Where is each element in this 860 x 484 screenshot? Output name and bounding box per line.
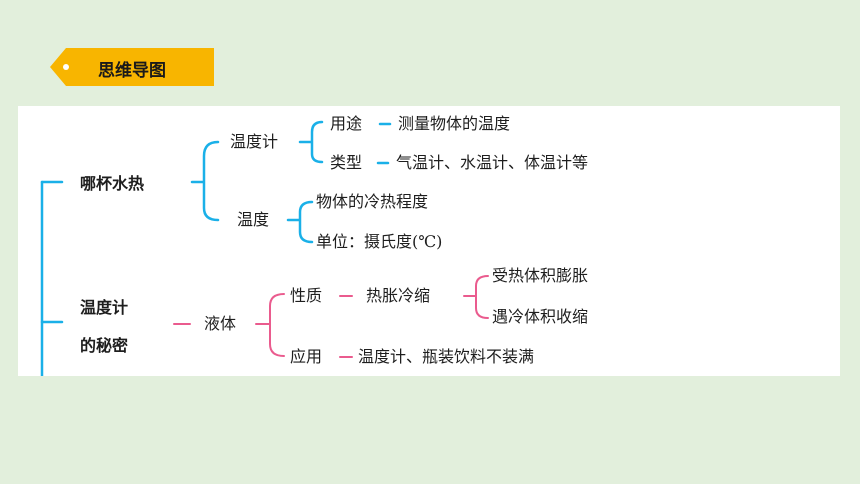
mindmap-connectors: [40, 120, 489, 376]
branch2-label-line2: 的秘密: [80, 336, 129, 355]
temperature-definition: 物体的冷热程度: [316, 192, 429, 211]
temperature-unit: 单位：摄氏度(℃): [316, 232, 443, 251]
thermometer-label: 温度计: [230, 132, 279, 151]
liquid-label: 液体: [204, 314, 237, 333]
thermometer-brace: [298, 120, 324, 164]
branch1-label: 哪杯水热: [80, 174, 145, 193]
mindmap-panel: 哪杯水热 温度计 用途 测量物体的温度 类型 气温计、水温计、体温计等 温度 物…: [18, 106, 840, 376]
section-title-tab: 思维导图: [50, 48, 214, 86]
property-value: 热胀冷缩: [366, 286, 431, 305]
type-label: 类型: [330, 153, 363, 172]
type-value: 气温计、水温计、体温计等: [396, 153, 589, 172]
expand-effect: 受热体积膨胀: [492, 266, 589, 285]
branch1-brace: [190, 140, 220, 222]
temperature-brace: [286, 200, 314, 244]
property-brace: [463, 275, 489, 319]
title-tab-shape: [50, 48, 214, 86]
use-label: 用途: [330, 114, 363, 133]
temperature-label: 温度: [237, 210, 270, 229]
bullet-dot-icon: [63, 64, 69, 70]
branch2-label-line1: 温度计: [80, 298, 129, 317]
section-title: 思维导图: [98, 61, 166, 81]
use-value: 测量物体的温度: [398, 114, 511, 133]
application-value: 温度计、瓶装饮料不装满: [358, 347, 535, 366]
liquid-brace: [255, 293, 285, 357]
application-label: 应用: [290, 347, 323, 366]
property-label: 性质: [290, 286, 323, 305]
contract-effect: 遇冷体积收缩: [492, 307, 589, 326]
